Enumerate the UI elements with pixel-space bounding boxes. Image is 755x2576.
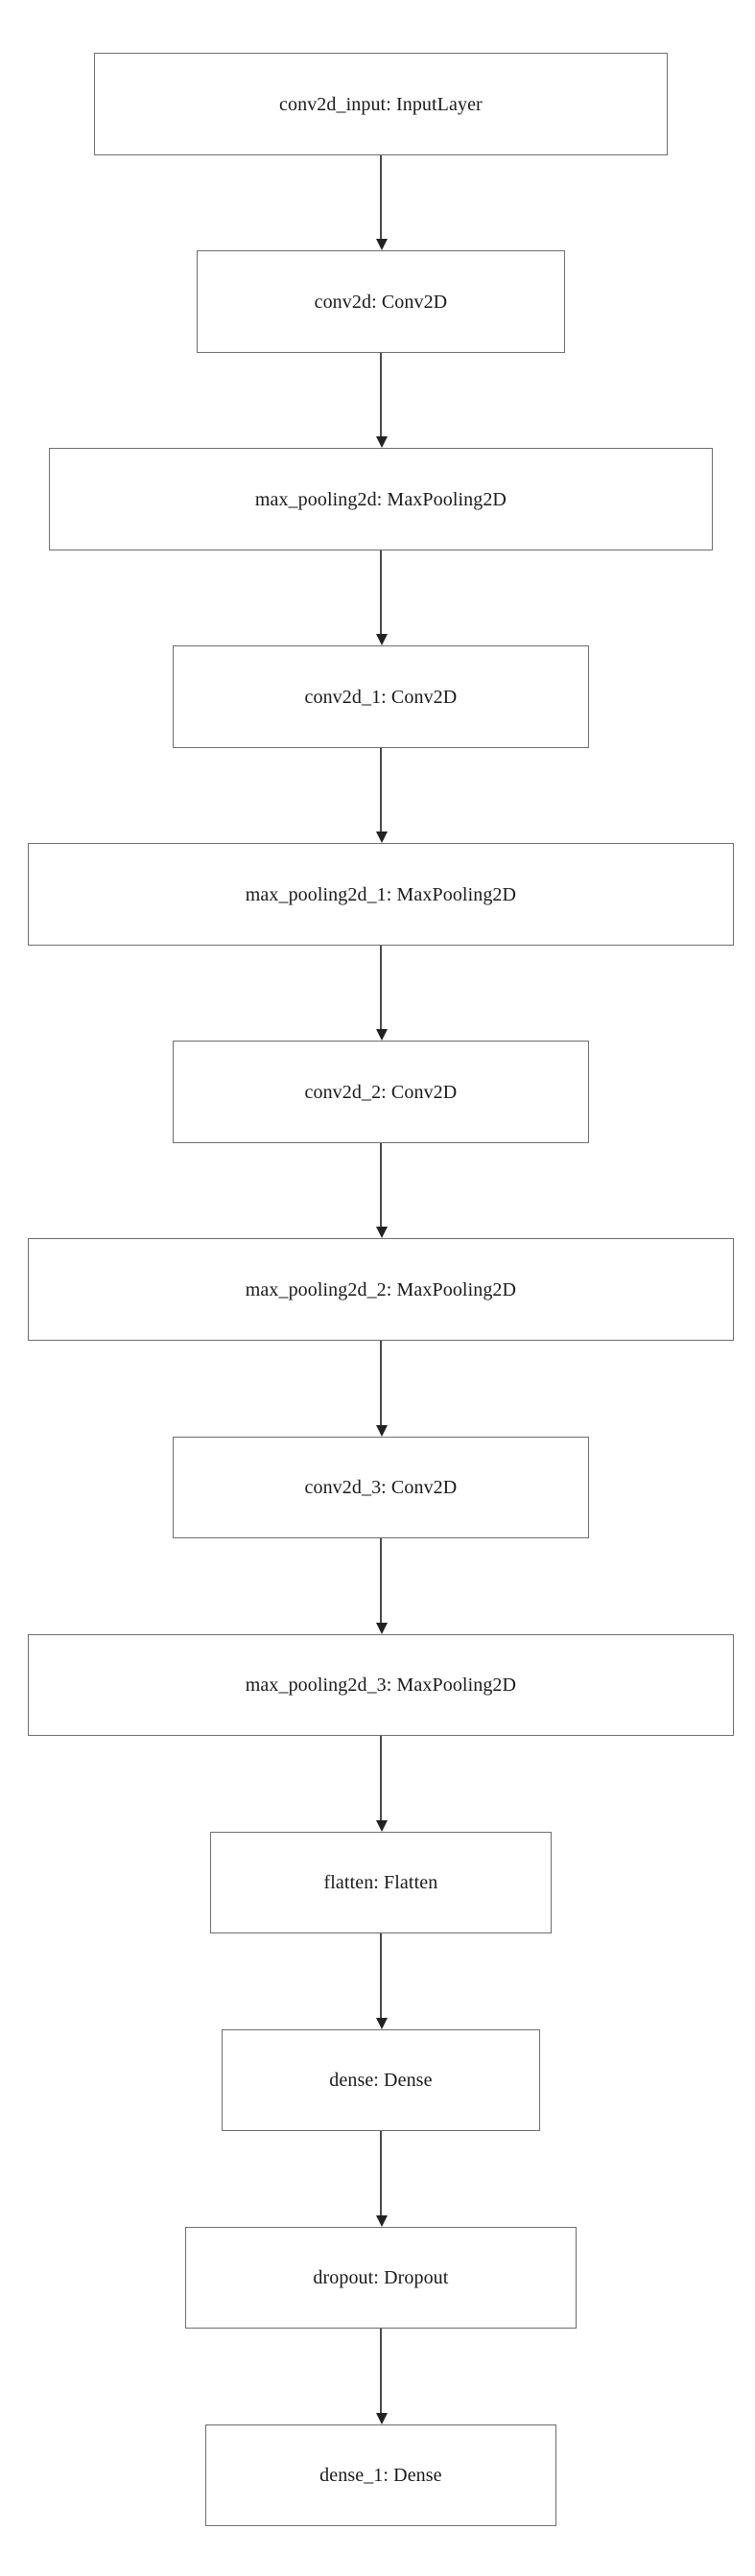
layer-node-label: conv2d: Conv2D — [314, 291, 448, 313]
edge-line — [380, 946, 382, 1032]
edge-arrowhead-icon — [375, 2412, 388, 2424]
edge-line — [380, 2131, 382, 2217]
layer-node-conv2d_3: conv2d_3: Conv2D — [172, 1436, 590, 1539]
edge-arrowhead-icon — [375, 1424, 388, 1437]
layer-node-conv2d_input: conv2d_input: InputLayer — [93, 53, 669, 155]
layer-node-label: max_pooling2d_3: MaxPooling2D — [245, 1674, 517, 1696]
edge-line — [380, 1736, 382, 1822]
edge-arrowhead-icon — [375, 436, 388, 449]
edge-line — [380, 1143, 382, 1229]
edge-arrowhead-icon — [375, 2214, 388, 2227]
layer-node-label: flatten: Flatten — [323, 1871, 438, 1893]
layer-node-label: dense_1: Dense — [319, 2465, 442, 2487]
layer-node-label: conv2d_2: Conv2D — [304, 1081, 458, 1103]
layer-node-dense_1: dense_1: Dense — [204, 2424, 556, 2527]
edge-line — [380, 748, 382, 834]
edge-line — [380, 1538, 382, 1625]
edge-arrowhead-icon — [375, 1029, 388, 1042]
layer-node-label: max_pooling2d_1: MaxPooling2D — [245, 883, 517, 905]
layer-node-label: dense: Dense — [329, 2070, 433, 2092]
layer-node-conv2d: conv2d: Conv2D — [197, 250, 565, 353]
edge-arrowhead-icon — [375, 239, 388, 251]
edge-line — [380, 352, 382, 439]
edge-arrowhead-icon — [375, 1622, 388, 1634]
layer-node-label: max_pooling2d_2: MaxPooling2D — [245, 1278, 517, 1300]
edge-arrowhead-icon — [375, 1227, 388, 1239]
layer-node-label: max_pooling2d: MaxPooling2D — [254, 488, 507, 510]
layer-node-max_pooling2d_2: max_pooling2d_2: MaxPooling2D — [28, 1238, 734, 1342]
edge-line — [380, 154, 382, 242]
layer-node-conv2d_2: conv2d_2: Conv2D — [172, 1041, 590, 1144]
edge-arrowhead-icon — [375, 831, 388, 844]
layer-node-max_pooling2d_3: max_pooling2d_3: MaxPooling2D — [28, 1633, 734, 1737]
edge-line — [380, 1341, 382, 1427]
edge-line — [380, 2329, 382, 2415]
layer-node-label: conv2d_input: InputLayer — [279, 93, 483, 115]
layer-node-label: dropout: Dropout — [313, 2267, 449, 2289]
layer-node-conv2d_1: conv2d_1: Conv2D — [172, 645, 590, 749]
layer-node-max_pooling2d_1: max_pooling2d_1: MaxPooling2D — [28, 843, 734, 947]
layer-node-label: conv2d_1: Conv2D — [304, 686, 458, 708]
layer-node-dropout: dropout: Dropout — [185, 2226, 577, 2330]
edge-arrowhead-icon — [375, 2017, 388, 2029]
edge-line — [380, 1933, 382, 2020]
layer-node-dense: dense: Dense — [221, 2028, 540, 2132]
edge-arrowhead-icon — [375, 1819, 388, 1832]
edge-arrowhead-icon — [375, 634, 388, 646]
edge-line — [380, 550, 382, 637]
layer-node-label: conv2d_3: Conv2D — [304, 1476, 458, 1498]
layer-node-max_pooling2d: max_pooling2d: MaxPooling2D — [49, 448, 713, 550]
layer-node-flatten: flatten: Flatten — [209, 1831, 552, 1934]
